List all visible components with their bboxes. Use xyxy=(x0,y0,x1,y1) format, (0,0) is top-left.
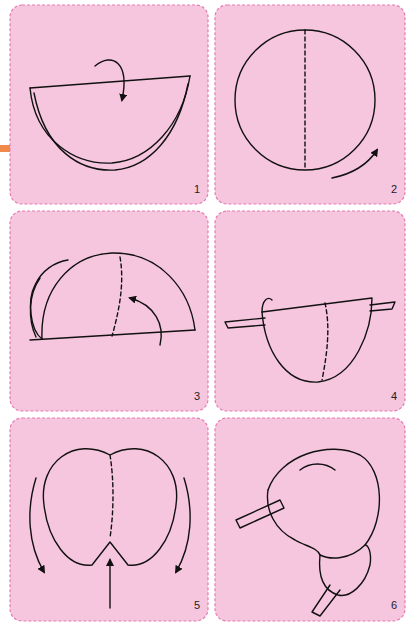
folded-semicircle xyxy=(30,60,190,170)
paper-circle xyxy=(235,30,377,178)
folded-half-disc xyxy=(30,253,195,345)
step-number: 4 xyxy=(391,391,397,402)
panels xyxy=(10,5,405,621)
step-number: 3 xyxy=(194,391,200,402)
edge-mark xyxy=(0,145,10,152)
step-number: 6 xyxy=(391,600,397,611)
pinched-cookie xyxy=(30,449,190,608)
finished-fortune-cookie xyxy=(236,449,379,616)
step-number: 5 xyxy=(194,600,200,611)
step-number: 2 xyxy=(391,184,397,195)
folded-cookie-with-strip xyxy=(225,298,395,382)
step-number: 1 xyxy=(194,184,200,195)
